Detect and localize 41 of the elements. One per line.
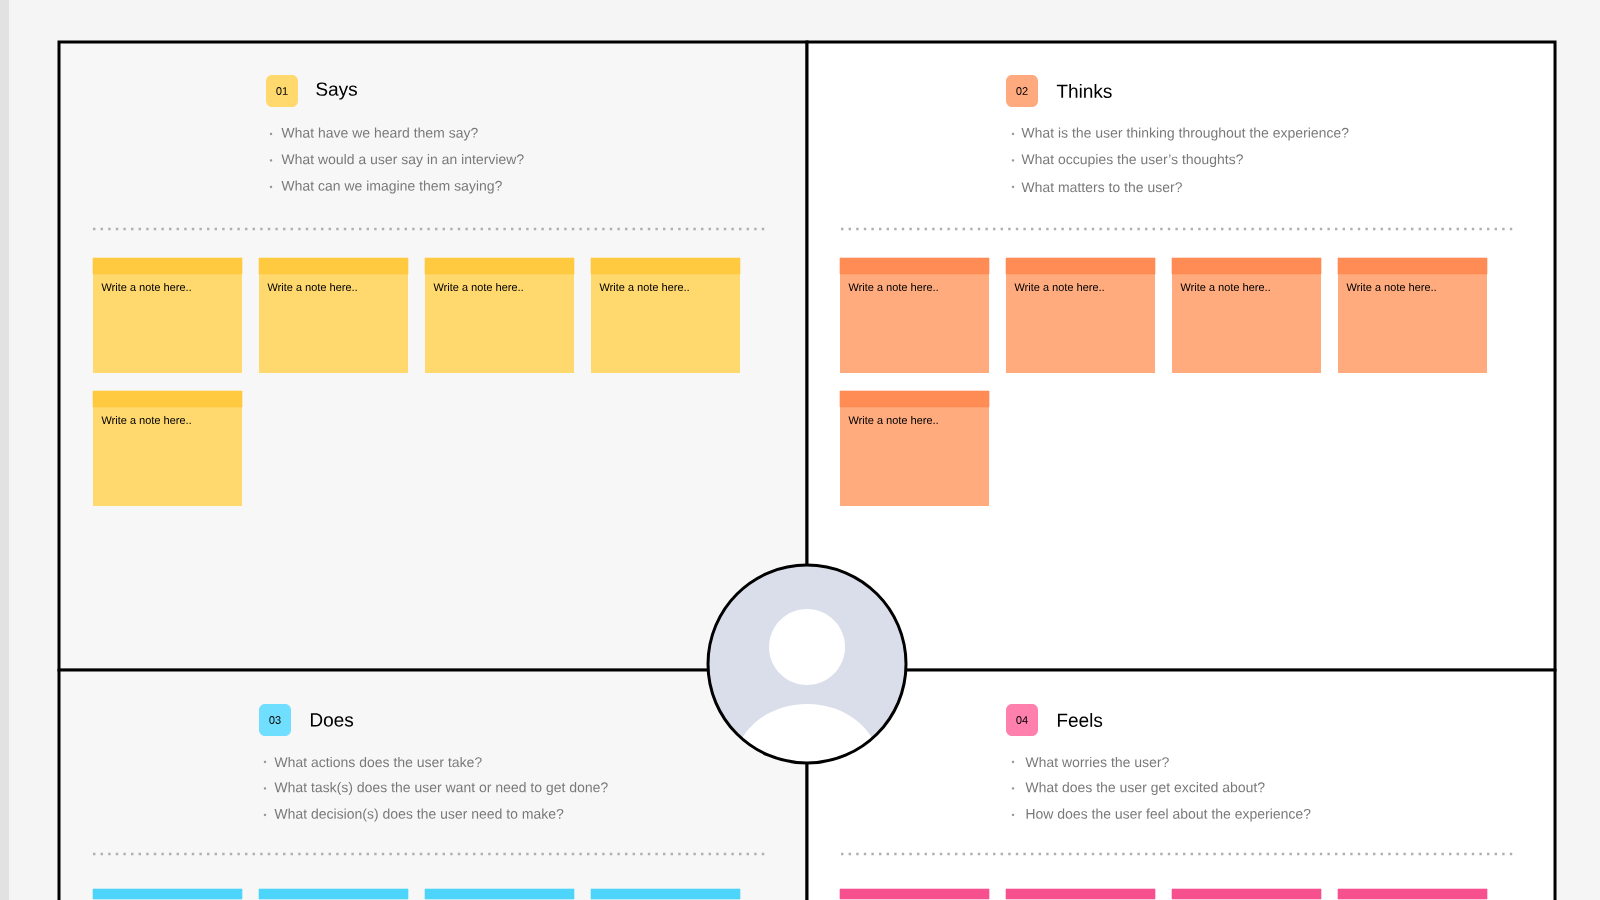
- bullet-item: What is the user thinking throughout the experience?: [1011, 127, 1349, 141]
- bullet-item: What does the user get excited about?: [1011, 782, 1265, 796]
- bullet-item: What have we heard them say?: [269, 127, 478, 141]
- sticky-note: [1171, 888, 1322, 900]
- sticky-note: Write a note here..: [590, 257, 741, 373]
- bullet-item: What actions does the user take?: [263, 756, 482, 768]
- sticky-note: Write a note here..: [839, 257, 990, 373]
- sticky-note: [839, 888, 990, 900]
- bullet-item: What task(s) does the user want or need to get done?: [263, 782, 608, 796]
- sticky-note: Write a note here..: [92, 390, 243, 506]
- number-badge: 02: [1006, 75, 1038, 107]
- sticky-note: Write a note here..: [1337, 257, 1488, 373]
- quadrant-panel: [57, 668, 809, 900]
- number-badge: 04: [1006, 704, 1038, 736]
- number-badge: 01: [266, 75, 298, 107]
- bullet-item: What occupies the user’s thoughts?: [1011, 154, 1243, 168]
- sticky-note: [92, 888, 243, 900]
- sticky-note: Write a note here..: [92, 257, 243, 373]
- sticky-note: [590, 888, 741, 900]
- sticky-note: Write a note here..: [839, 390, 990, 506]
- sticky-note: Write a note here..: [258, 257, 409, 373]
- sticky-note: [258, 888, 409, 900]
- sticky-note: Write a note here..: [424, 257, 575, 373]
- bullet-item: What can we imagine them saying?: [269, 180, 502, 194]
- sticky-note: Write a note here..: [1005, 257, 1156, 373]
- quadrant-panel: [805, 668, 1557, 900]
- number-badge: 03: [259, 704, 291, 736]
- quadrant-heading: Feels: [1058, 713, 1103, 727]
- sticky-note: Write a note here..: [1171, 257, 1322, 373]
- bullet-item: How does the user feel about the experience?: [1011, 808, 1311, 822]
- bullet-item: What decision(s) does the user need to make?: [263, 808, 564, 822]
- quadrant-heading: Says: [316, 82, 357, 100]
- bullet-item: What would a user say in an interview?: [269, 154, 524, 168]
- bullet-item: What worries the user?: [1011, 756, 1169, 768]
- sticky-note: [424, 888, 575, 900]
- quadrant-heading: Thinks: [1056, 84, 1112, 98]
- bullet-item: What matters to the user?: [1011, 181, 1182, 193]
- quadrant-heading: Does: [310, 713, 354, 727]
- sticky-note: [1005, 888, 1156, 900]
- avatar-picture: [706, 563, 908, 765]
- sticky-note: [1337, 888, 1488, 900]
